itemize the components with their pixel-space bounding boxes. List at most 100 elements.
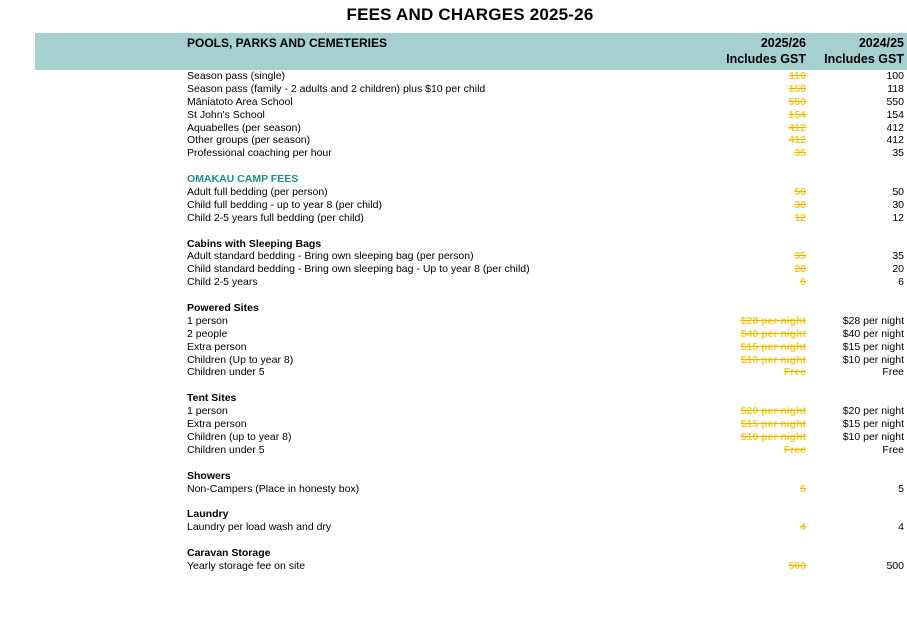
table-row: Laundry per load wash and dry 4 4 [0, 521, 907, 534]
fee-2025-26: $15 per night [740, 418, 806, 431]
spacer-row [0, 534, 907, 547]
fee-2024-25: $28 per night [842, 314, 904, 327]
table-row: Child 2-5 years full bedding (per child)… [0, 212, 907, 225]
table-header-band [35, 33, 907, 70]
fee-label: Non-Campers (Place in honesty box) [187, 482, 360, 495]
fee-label: Adult full bedding (per person) [187, 186, 328, 199]
group-heading: Powered Sites [0, 302, 907, 315]
spacer-row [0, 289, 907, 302]
column-header-year: 2024/25 [858, 36, 904, 50]
column-header-2025-26: 2025/26 Includes GST [726, 35, 806, 67]
fee-2024-25: 412 [886, 121, 904, 134]
fee-2024-25: $10 per night [842, 430, 904, 443]
fee-label: 2 people [187, 327, 228, 340]
fee-2024-25: Free [882, 443, 904, 456]
fee-2024-25: $10 per night [842, 353, 904, 366]
fee-2025-26: 35 [794, 147, 806, 160]
fee-2024-25: $20 per night [842, 405, 904, 418]
table-row: Non-Campers (Place in honesty box) 5 5 [0, 483, 907, 496]
fee-2025-26: 12 [794, 211, 806, 224]
fee-2024-25: 154 [886, 108, 904, 121]
fee-2025-26: 20 [794, 263, 806, 276]
group-heading: Cabins with Sleeping Bags [0, 238, 907, 251]
fee-label: Children under 5 [187, 443, 265, 456]
fee-2025-26: 550 [788, 95, 806, 108]
fee-label: Yearly storage fee on site [187, 559, 306, 572]
fee-label: Adult standard bedding - Bring own sleep… [187, 250, 474, 263]
fee-label: Child 2-5 years full bedding (per child) [187, 211, 364, 224]
fee-2025-26: 4 [800, 521, 806, 534]
fee-label: Children under 5 [187, 366, 265, 379]
table-row: Extra person$15 per night$15 per night [0, 341, 907, 354]
group-heading-label: Cabins with Sleeping Bags [187, 237, 322, 250]
group-heading: Laundry [0, 508, 907, 521]
fee-2024-25: 50 [892, 186, 904, 199]
spacer-row [0, 160, 907, 173]
fee-2025-26: $10 per night [740, 430, 806, 443]
fee-2024-25: 4 [898, 521, 904, 534]
fee-2025-26: $10 per night [740, 353, 806, 366]
table-row: 1 person$28 per night$28 per night [0, 315, 907, 328]
table-row: Child full bedding - up to year 8 (per c… [0, 199, 907, 212]
fee-2025-26: 30 [794, 198, 806, 211]
fee-2024-25: 550 [886, 95, 904, 108]
spacer-row [0, 379, 907, 392]
spacer-row [0, 457, 907, 470]
fee-2025-26: Free [783, 366, 806, 379]
fee-2025-26: 412 [788, 121, 806, 134]
fee-2024-25: $40 per night [842, 327, 904, 340]
fee-2025-26: $15 per night [740, 340, 806, 353]
fee-2025-26: 5 [800, 482, 806, 495]
fee-2024-25: $15 per night [842, 340, 904, 353]
table-row: Aquabelles (per season) 412 412 [0, 122, 907, 135]
fee-2024-25: 12 [892, 211, 904, 224]
fee-label: Laundry per load wash and dry [187, 521, 332, 534]
group-heading-label: Showers [187, 469, 231, 482]
fee-label: Professional coaching per hour [187, 147, 332, 160]
fee-label: Aquabelles (per season) [187, 121, 301, 134]
table-row: Adult standard bedding - Bring own sleep… [0, 250, 907, 263]
fee-label: 1 person [187, 405, 228, 418]
group-heading: Tent Sites [0, 392, 907, 405]
fee-2024-25: 6 [898, 276, 904, 289]
fee-2024-25: 118 [887, 82, 904, 95]
fee-label: Season pass (family - 2 adults and 2 chi… [187, 82, 486, 95]
fee-2025-26: 500 [788, 559, 806, 572]
table-row: Yearly storage fee on site 500 500 [0, 560, 907, 573]
section-title: POOLS, PARKS AND CEMETERIES [187, 36, 388, 50]
fee-2024-25: 30 [892, 198, 904, 211]
group-heading-label: Powered Sites [187, 302, 259, 315]
fee-2024-25: 412 [886, 134, 904, 147]
group-heading-label: Laundry [187, 508, 229, 521]
group-heading: Showers [0, 470, 907, 483]
table-row: 1 person$20 per night$20 per night [0, 405, 907, 418]
fee-label: 1 person [187, 314, 228, 327]
fee-2024-25: 5 [898, 482, 904, 495]
fee-2024-25: Free [882, 366, 904, 379]
table-row: Extra person$15 per night$15 per night [0, 418, 907, 431]
fee-2024-25: 500 [886, 559, 904, 572]
page-title: FEES AND CHARGES 2025-26 [346, 5, 594, 24]
column-header-2024-25: 2024/25 Includes GST [824, 35, 904, 67]
table-row: Child standard bedding - Bring own sleep… [0, 263, 907, 276]
fee-label: Season pass (single) [187, 70, 286, 82]
fee-label: Children (up to year 8) [187, 430, 292, 443]
fee-2024-25: 20 [892, 263, 904, 276]
spacer-row [0, 225, 907, 238]
fee-2025-26: 110 [789, 70, 806, 82]
table-row: Children under 5 Free Free [0, 366, 907, 379]
fee-2024-25: 35 [892, 250, 904, 263]
column-header-year: 2025/26 [760, 36, 806, 50]
column-header-gst: Includes GST [824, 52, 904, 66]
fee-2025-26: 154 [788, 108, 806, 121]
group-heading: Caravan Storage [0, 547, 907, 560]
fee-2025-26: Free [783, 443, 806, 456]
fee-label: Extra person [187, 418, 247, 431]
fee-label: Other groups (per season) [187, 134, 311, 147]
fee-label: Child standard bedding - Bring own sleep… [187, 263, 530, 276]
